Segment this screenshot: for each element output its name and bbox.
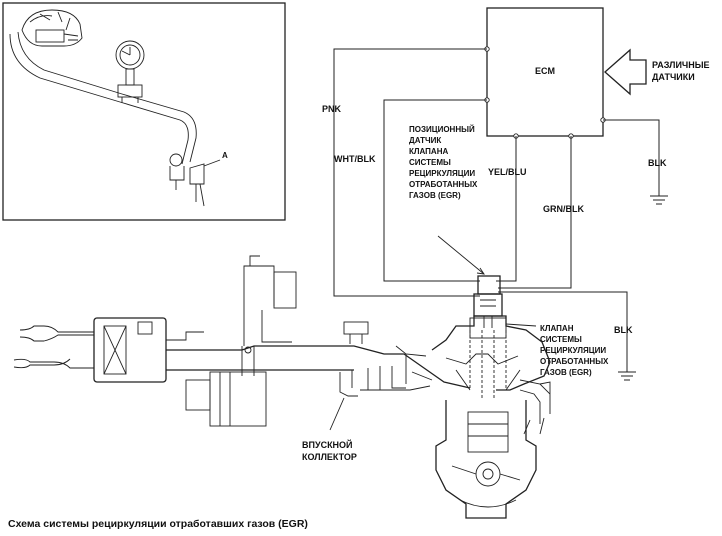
ground-top-icon bbox=[650, 195, 668, 205]
blk-top-label: BLK bbox=[648, 158, 667, 168]
point-a-label: A bbox=[222, 151, 228, 160]
svg-text:СИСТЕМЫ: СИСТЕМЫ bbox=[409, 158, 451, 167]
svg-text:КЛАПАН: КЛАПАН bbox=[540, 324, 574, 333]
inset-connector-icon bbox=[169, 153, 221, 207]
position-sensor-label: ПОЗИЦИОННЫЙ ДАТЧИК КЛАПАНА СИСТЕМЫ РЕЦИР… bbox=[409, 125, 478, 200]
intake-system-icon bbox=[13, 255, 471, 427]
yel-blu-label: YEL/BLU bbox=[488, 167, 527, 177]
svg-text:КОЛЛЕКТОР: КОЛЛЕКТОР bbox=[302, 452, 357, 462]
svg-text:СИСТЕМЫ: СИСТЕМЫ bbox=[540, 335, 582, 344]
inset-hose-outer bbox=[9, 33, 189, 165]
wire-wht-blk bbox=[383, 99, 487, 282]
sensors-label-line1: РАЗЛИЧНЫЕ bbox=[652, 60, 710, 70]
svg-text:ДАТЧИК: ДАТЧИК bbox=[409, 136, 441, 145]
ecm-label: ECM bbox=[535, 66, 555, 76]
svg-text:КЛАПАНА: КЛАПАНА bbox=[409, 147, 448, 156]
svg-text:РЕЦИРКУЛЯЦИИ: РЕЦИРКУЛЯЦИИ bbox=[409, 169, 475, 178]
ground-bottom-icon bbox=[618, 371, 636, 381]
wht-blk-label: WHT/BLK bbox=[334, 154, 376, 164]
svg-text:ОТРАБОТАННЫХ: ОТРАБОТАННЫХ bbox=[409, 180, 478, 189]
sensors-arrow: РАЗЛИЧНЫЕ ДАТЧИКИ bbox=[604, 48, 710, 96]
wiring bbox=[333, 48, 668, 381]
svg-text:ГАЗОВ (EGR): ГАЗОВ (EGR) bbox=[409, 191, 461, 200]
svg-text:РЕЦИРКУЛЯЦИИ: РЕЦИРКУЛЯЦИИ bbox=[540, 346, 606, 355]
ecm-box bbox=[486, 7, 604, 137]
inset-frame bbox=[2, 2, 286, 221]
svg-text:ВПУСКНОЙ: ВПУСКНОЙ bbox=[302, 439, 353, 450]
intake-manifold-label: ВПУСКНОЙ КОЛЛЕКТОР bbox=[302, 439, 357, 462]
wire-blk-bottom bbox=[498, 291, 628, 372]
inset-hose-inner bbox=[17, 31, 197, 163]
egr-valve-label: КЛАПАН СИСТЕМЫ РЕЦИРКУЛЯЦИИ ОТРАБОТАННЫХ… bbox=[540, 324, 609, 377]
egr-valve-icon bbox=[469, 275, 507, 339]
wire-yel-blu bbox=[496, 136, 517, 282]
svg-text:ОТРАБОТАННЫХ: ОТРАБОТАННЫХ bbox=[540, 357, 609, 366]
wire-blk-top bbox=[603, 119, 660, 196]
engine-icon bbox=[431, 315, 551, 519]
inset-valve-icon bbox=[21, 9, 83, 47]
grn-blk-label: GRN/BLK bbox=[543, 204, 584, 214]
blk-bottom-label: BLK bbox=[614, 325, 633, 335]
wire-grn-blk bbox=[498, 136, 572, 289]
vacuum-gauge-icon bbox=[115, 40, 145, 103]
svg-text:ПОЗИЦИОННЫЙ: ПОЗИЦИОННЫЙ bbox=[409, 125, 475, 134]
egr-valve-leader bbox=[505, 323, 537, 327]
diagram-caption: Схема системы рециркуляции отработавших … bbox=[8, 518, 308, 530]
svg-text:ГАЗОВ (EGR): ГАЗОВ (EGR) bbox=[540, 368, 592, 377]
inset-panel: A bbox=[2, 2, 286, 221]
sensors-label-line2: ДАТЧИКИ bbox=[652, 72, 695, 82]
ecm-module: ECM bbox=[484, 7, 606, 139]
wire-pnk bbox=[333, 48, 487, 297]
pnk-label: PNK bbox=[322, 104, 342, 114]
position-sensor-leader bbox=[437, 235, 485, 275]
intake-leader bbox=[329, 397, 345, 431]
